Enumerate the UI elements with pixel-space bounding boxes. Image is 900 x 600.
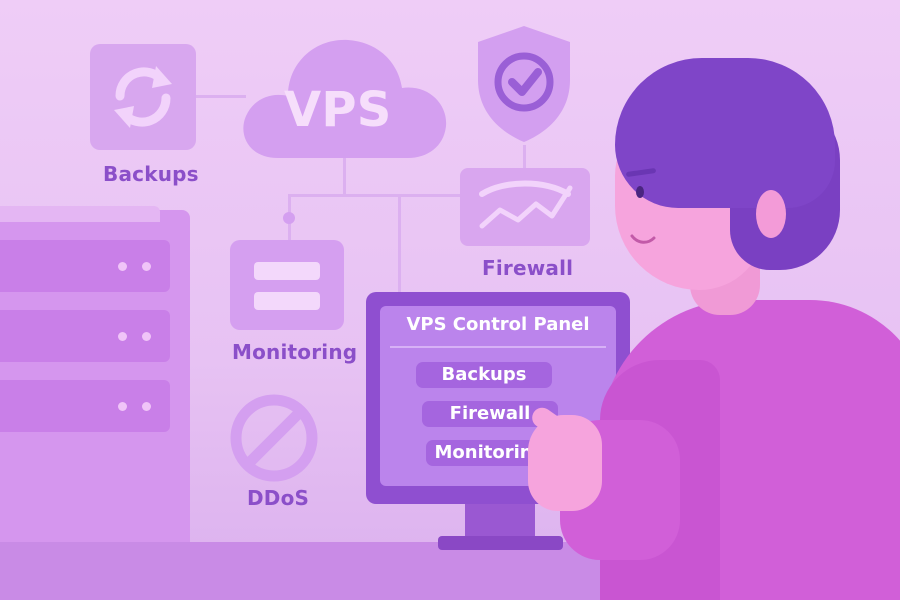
monitoring-label: Monitoring (232, 340, 358, 364)
server-led (142, 402, 151, 411)
backups-label: Backups (103, 162, 199, 186)
server-led (142, 332, 151, 341)
server-rack-top (0, 206, 160, 222)
monitor-stand (465, 500, 535, 540)
person-ear (756, 190, 786, 238)
firewall-label: Firewall (482, 256, 574, 280)
person-smile (630, 234, 656, 244)
server-led (142, 262, 151, 271)
server-unit (0, 240, 170, 292)
connector-shield-firewall (523, 145, 526, 170)
person-hair (615, 58, 835, 208)
line-graph-icon (479, 180, 573, 229)
server-led (118, 332, 127, 341)
server-unit (0, 310, 170, 362)
refresh-icon (114, 66, 172, 128)
firewall-button[interactable]: Firewall (422, 401, 558, 427)
connector-vps-down (343, 155, 346, 195)
server-led (118, 262, 127, 271)
server-unit (0, 380, 170, 432)
ddos-label: DDoS (247, 486, 310, 510)
connector-backups-vps (196, 95, 246, 98)
monitor-base (438, 536, 563, 550)
server-bars-icon (254, 262, 320, 280)
firewall-tile (460, 168, 590, 246)
backups-button[interactable]: Backups (416, 362, 552, 388)
server-led (118, 402, 127, 411)
person-eye (636, 186, 644, 198)
connector-node (283, 212, 295, 224)
panel-divider (390, 346, 606, 348)
connector-panel (398, 194, 401, 294)
prohibited-icon (230, 394, 318, 482)
connector-horizontal (288, 194, 463, 197)
backups-tile (90, 44, 196, 150)
shield-check-icon (478, 26, 570, 142)
cloud-icon (243, 39, 447, 159)
server-bar (254, 292, 320, 310)
control-panel-title: VPS Control Panel (406, 314, 590, 335)
vps-label: VPS (284, 82, 392, 138)
monitoring-tile (230, 240, 344, 330)
